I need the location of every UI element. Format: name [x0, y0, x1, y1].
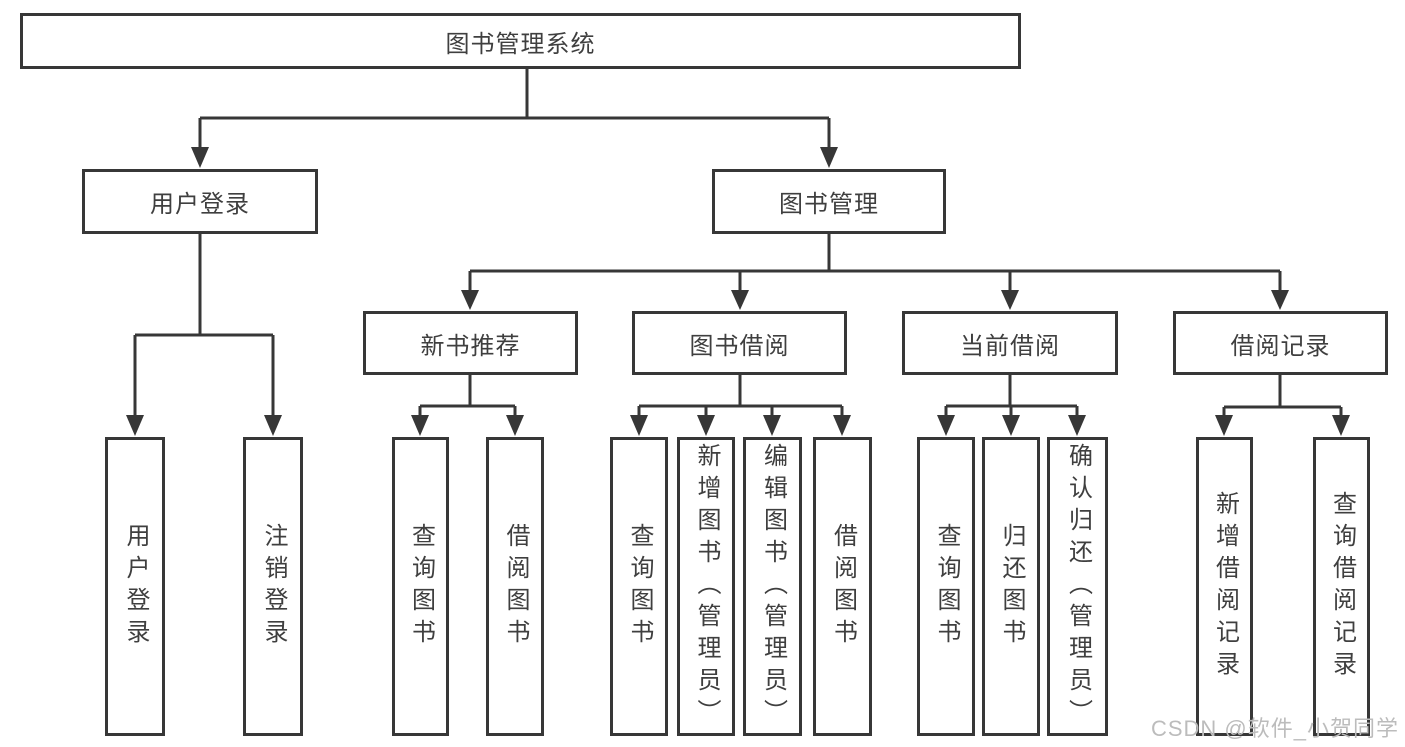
- connector-bookborrow-leaves: [637, 374, 844, 418]
- leaf-label: 确认归还（管理员）: [1064, 442, 1092, 731]
- leaf-query-books-3: 查询图书: [917, 437, 975, 736]
- arrowheads: [126, 147, 1350, 436]
- leaf-label: 注销登录: [260, 522, 287, 651]
- leaf-label: 查询图书: [407, 522, 435, 651]
- connector-root-level2: [198, 68, 831, 152]
- leaf-label: 借阅图书: [502, 522, 529, 651]
- leaf-logout: 注销登录: [243, 437, 303, 736]
- node-book-borrow: 图书借阅: [632, 311, 847, 375]
- node-book-management: 图书管理: [712, 169, 946, 234]
- leaf-query-books-2: 查询图书: [610, 437, 668, 736]
- leaf-borrow-books-1: 借阅图书: [486, 437, 544, 736]
- leaf-query-books-1: 查询图书: [392, 437, 449, 736]
- connector-borrowrecord-leaves: [1222, 374, 1343, 418]
- node-library-management-system: 图书管理系统: [20, 13, 1021, 69]
- node-label: 图书管理系统: [445, 30, 596, 58]
- leaf-label: 新增借阅记录: [1211, 490, 1239, 683]
- leaf-user-login: 用户登录: [105, 437, 165, 736]
- connector-userlogin-leaves: [133, 233, 275, 418]
- node-label: 用户登录: [150, 191, 250, 218]
- leaf-add-borrow-record: 新增借阅记录: [1196, 437, 1253, 736]
- leaf-label: 查询借阅记录: [1328, 490, 1356, 683]
- leaf-borrow-books-2: 借阅图书: [813, 437, 872, 736]
- leaf-label: 查询图书: [626, 522, 653, 651]
- connector-newbook-leaves: [418, 374, 517, 418]
- leaf-add-book-admin: 新增图书（管理员）: [677, 437, 735, 736]
- csdn-watermark: CSDN @软件_小贺同学: [1150, 716, 1399, 741]
- leaf-confirm-return-admin: 确认归还（管理员）: [1047, 437, 1108, 736]
- node-label: 图书借阅: [689, 332, 790, 360]
- leaf-return-books: 归还图书: [982, 437, 1040, 736]
- leaf-label: 用户登录: [122, 522, 149, 651]
- connector-bookmgmt-level3: [468, 233, 1282, 292]
- leaf-label: 查询图书: [933, 522, 960, 651]
- node-label: 当前借阅: [960, 332, 1060, 360]
- leaf-label: 归还图书: [998, 522, 1025, 651]
- node-borrow-records: 借阅记录: [1173, 311, 1388, 375]
- node-label: 新书推荐: [420, 332, 521, 360]
- leaf-label: 新增图书（管理员）: [693, 442, 720, 731]
- leaf-label: 借阅图书: [829, 522, 857, 651]
- node-label: 借阅记录: [1230, 332, 1331, 360]
- node-label: 图书管理: [779, 191, 879, 218]
- node-current-borrow: 当前借阅: [902, 311, 1118, 375]
- node-new-book-recommend: 新书推荐: [363, 311, 578, 375]
- leaf-query-borrow-record: 查询借阅记录: [1313, 437, 1370, 736]
- connector-currentborrow-leaves: [944, 374, 1079, 418]
- leaf-label: 编辑图书（管理员）: [759, 442, 787, 731]
- leaf-edit-book-admin: 编辑图书（管理员）: [743, 437, 802, 736]
- node-user-login: 用户登录: [82, 169, 318, 234]
